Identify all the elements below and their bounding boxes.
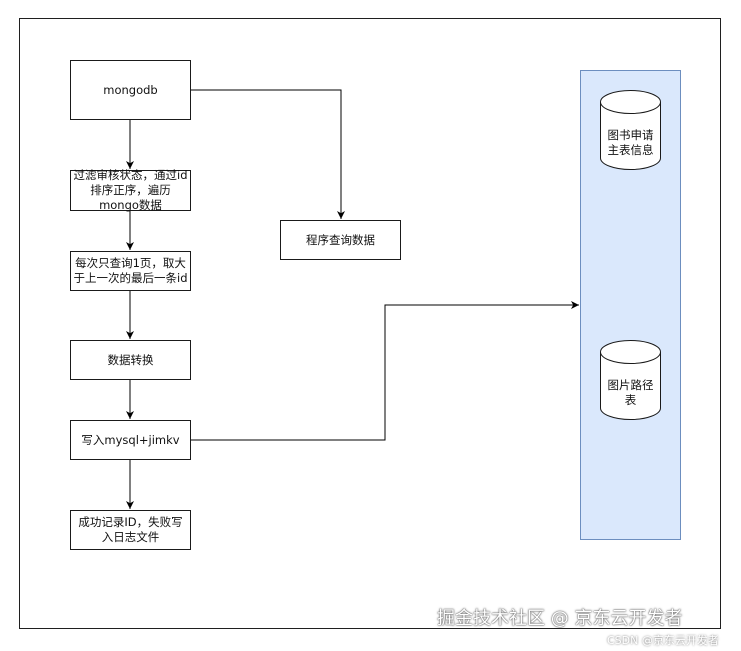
log-node: 成功记录ID，失败写 入日志文件 bbox=[70, 510, 191, 550]
book-main-db: 图书申请 主表信息 bbox=[600, 90, 661, 170]
image-path-db-label: 图片路径 表 bbox=[607, 378, 654, 407]
database-icon bbox=[600, 90, 661, 170]
watermark-main: 掘金技术社区 @ 京东云开发者 bbox=[437, 608, 683, 629]
query-page-node: 每次只查询1页，取大 于上一次的最后一条id bbox=[70, 251, 191, 291]
image-path-db: 图片路径 表 bbox=[600, 340, 661, 420]
program-query-node: 程序查询数据 bbox=[280, 220, 401, 260]
book-main-db-label: 图书申请 主表信息 bbox=[607, 128, 654, 157]
edge-mongodb-to-program-query bbox=[191, 89, 345, 219]
filter-node: 过滤审核状态，通过id 排序正序，遍历 mongo数据 bbox=[70, 168, 191, 212]
write-node: 写入mysql+jimkv bbox=[70, 420, 191, 460]
database-icon bbox=[600, 340, 661, 420]
convert-node: 数据转换 bbox=[70, 340, 191, 380]
diagram-frame bbox=[19, 18, 721, 629]
edge-write-to-storage bbox=[191, 301, 579, 441]
watermark-sub: CSDN @京东云开发者 bbox=[607, 634, 719, 647]
mongodb-node: mongodb bbox=[70, 60, 191, 120]
